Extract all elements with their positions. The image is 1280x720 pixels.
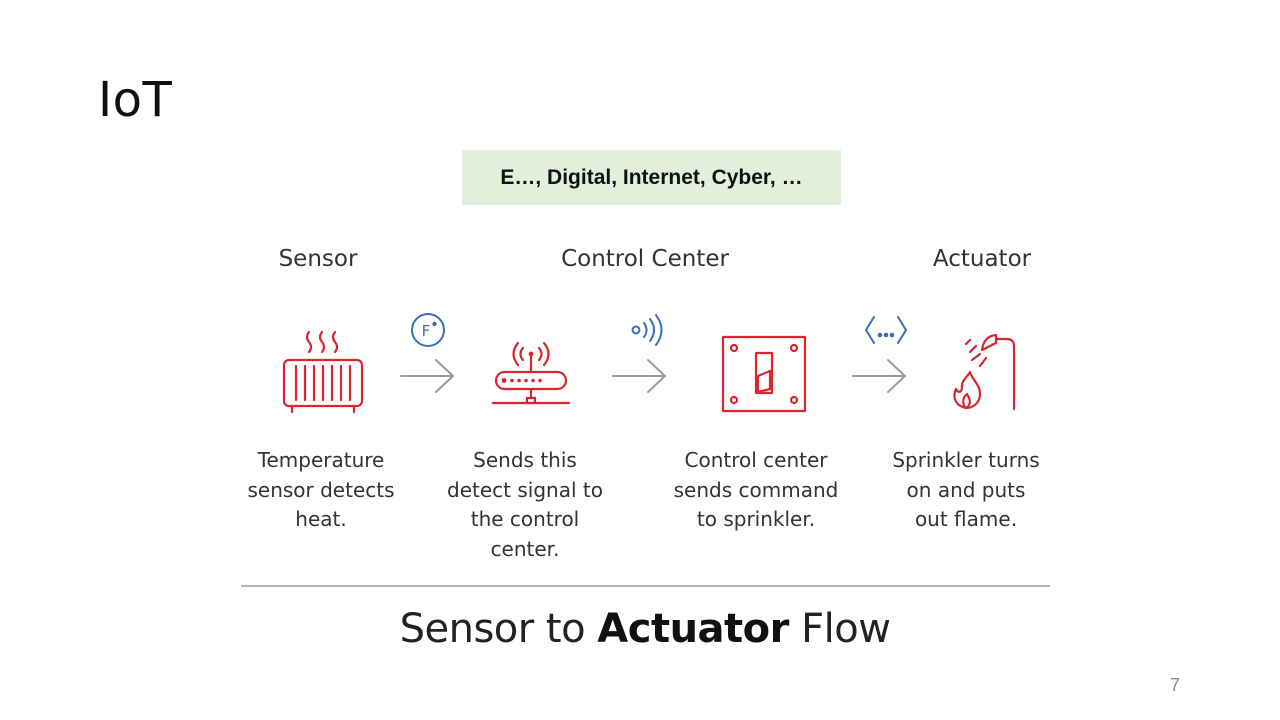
divider-line: [241, 585, 1050, 587]
fahrenheit-badge-icon: F: [411, 313, 445, 347]
step-text-signal: Sends this detect signal to the control …: [447, 448, 603, 561]
router-icon: [491, 341, 571, 405]
heading-actuator: Actuator: [932, 246, 1032, 272]
switch-panel-icon: [721, 335, 807, 413]
highlight-box: E…, Digital, Internet, Cyber, …: [462, 150, 841, 205]
sprinkler-flame-icon: [953, 334, 1016, 411]
step-text-sensor: Temperature sensor detects heat.: [247, 448, 395, 531]
arrow-right-icon: [612, 359, 666, 393]
page-number: 7: [1170, 675, 1181, 695]
step-text-control-center: Control center sends command to sprinkle…: [673, 448, 839, 531]
flow-title-suffix: Flow: [788, 606, 891, 652]
heading-control-center: Control Center: [561, 246, 729, 272]
slide-title: IoT: [98, 72, 173, 128]
step-text-actuator: Sprinkler turns on and puts out flame.: [892, 448, 1040, 531]
flow-title-bold: Actuator: [597, 606, 789, 652]
highlight-text: E…, Digital, Internet, Cyber, …: [500, 165, 803, 189]
flow-title: Sensor to Actuator Flow: [400, 606, 891, 652]
svg-text:F: F: [422, 322, 431, 340]
data-code-icon: [865, 316, 907, 344]
arrow-right-icon: [400, 359, 454, 393]
wireless-signal-icon: [631, 314, 663, 346]
flow-title-prefix: Sensor to: [399, 606, 598, 652]
heading-sensor: Sensor: [278, 246, 358, 272]
arrow-right-icon: [852, 359, 906, 393]
radiator-heat-icon: [282, 330, 364, 414]
